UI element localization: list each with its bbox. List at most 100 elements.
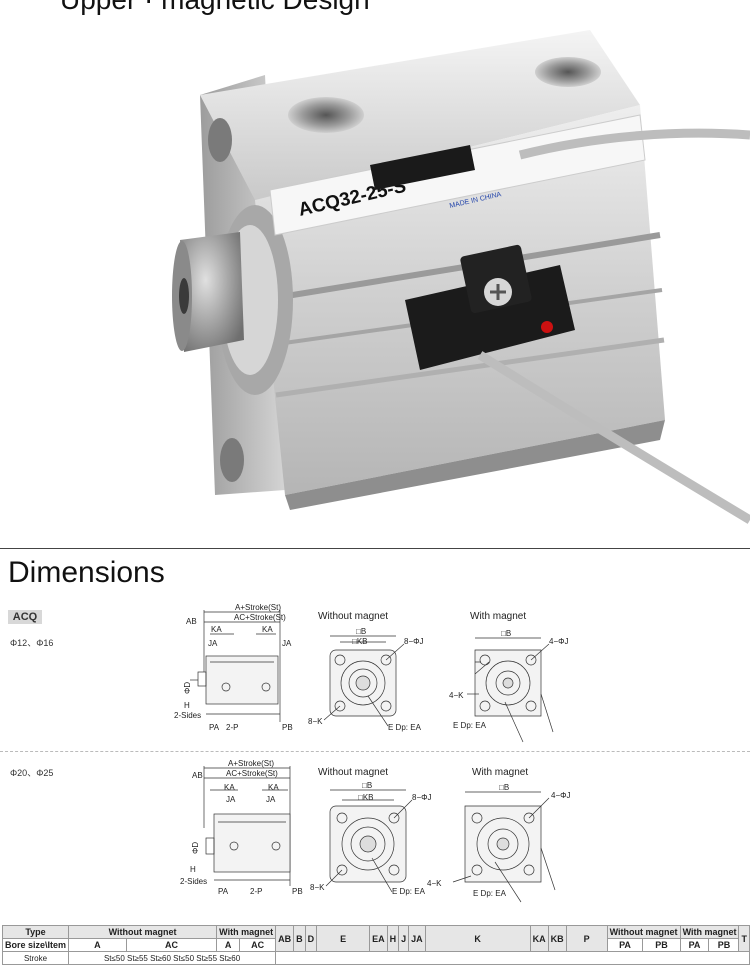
dimensions-title: Dimensions (8, 556, 165, 589)
without-magnet-header: Without magnet (68, 925, 218, 939)
col-j: J (398, 925, 410, 952)
col-kb: KB (547, 925, 567, 952)
stroke-row: Stroke St≤50 St≥55 St≥60 St≤50 St≥55 St≥… (1, 951, 750, 965)
front-view-without-magnet-2: □B □KB 8−ΦJ 8−K E Dp: EA (310, 781, 432, 896)
with-magnet-header: With magnet (216, 925, 277, 939)
two-p-label-2: 2-P (250, 887, 262, 896)
col-ab: AB (275, 925, 295, 952)
ka-label-right: KA (262, 625, 273, 634)
col-e: E (316, 925, 371, 952)
air-port-2 (535, 57, 601, 87)
ac-stroke-label: AC+Stroke(St) (234, 613, 286, 622)
with-magnet-header-2: With magnet (679, 925, 740, 939)
ka-label-left-2: KA (224, 783, 235, 792)
col-pa: PA (606, 938, 644, 952)
without-magnet-header-2: Without magnet (606, 925, 681, 939)
view-title-with-magnet-1: With magnet (470, 611, 527, 622)
side-view-small: A+Stroke(St) AC+Stroke(St) AB KA KA JA J… (174, 603, 293, 732)
ja-label-left-2: JA (226, 795, 236, 804)
b-label-1: □B (356, 627, 366, 636)
e-dp-ea-label-3: E Dp: EA (392, 887, 426, 896)
sensor-led (541, 321, 553, 333)
sensor-cable-top (518, 128, 750, 160)
sensor-cable-bottom (477, 351, 750, 524)
eight-phi-j-label-2: 8−ΦJ (412, 793, 432, 802)
ka-label-left: KA (211, 625, 222, 634)
front-view-with-magnet-1: □B 4−ΦJ 4−K E Dp: EA (449, 629, 569, 743)
col-pb-mag: PB (708, 938, 740, 952)
pb-label: PB (282, 723, 293, 732)
dimension-table: Type Without magnet With magnet AB B D E… (1, 925, 750, 965)
col-h: H (386, 925, 400, 952)
a-stroke-label-2: A+Stroke(St) (228, 759, 274, 768)
table-header-row-1: Type Without magnet With magnet AB B D E… (1, 925, 750, 952)
b-label-3: □B (362, 781, 372, 790)
h-label: H (184, 701, 190, 710)
eight-k-label-2: 8−K (310, 883, 325, 892)
kb-label-2: □KB (358, 793, 374, 802)
ab-label-2: AB (192, 771, 203, 780)
b-label-2: □B (501, 629, 511, 638)
e-dp-ea-label-1: E Dp: EA (388, 723, 422, 732)
four-k-label-2: 4−K (427, 879, 442, 888)
four-k-label-1: 4−K (449, 691, 464, 700)
air-port-1 (288, 97, 364, 133)
eight-k-label-1: 8−K (308, 717, 323, 726)
product-photo: Upper · magnetic Design (60, 0, 750, 524)
e-dp-ea-label-4: E Dp: EA (473, 889, 507, 898)
stroke-ranges: St≤50 St≥55 St≥60 St≤50 St≥55 St≥60 (68, 951, 277, 965)
pb-label-2: PB (292, 887, 303, 896)
side-view-large: A+Stroke(St) AC+Stroke(St) AB KA KA JA J… (180, 759, 303, 896)
col-k: K (424, 925, 531, 952)
col-a-mag: A (216, 938, 241, 952)
section-divider (0, 548, 750, 549)
b-label-4: □B (499, 783, 509, 792)
ja-label-left: JA (208, 639, 218, 648)
kb-label-1: □KB (352, 637, 368, 646)
ja-label-right-2: JA (266, 795, 276, 804)
col-d: D (304, 925, 318, 952)
col-t: T (738, 925, 750, 952)
two-sides-label: 2-Sides (174, 711, 201, 720)
col-ka: KA (529, 925, 549, 952)
col-a: A (68, 938, 127, 952)
piston-rod (180, 232, 244, 352)
bore-size-header: Bore size\Item (1, 938, 70, 952)
ja-label-right: JA (282, 639, 292, 648)
two-p-label: 2-P (226, 723, 238, 732)
bore-label-small: Φ12、Φ16 (10, 638, 54, 648)
pa-label-2: PA (218, 887, 229, 896)
front-view-without-magnet-1: □B □KB 8−ΦJ 8−K E Dp: EA (308, 627, 424, 732)
e-dp-ea-label-2: E Dp: EA (453, 721, 487, 730)
ac-stroke-label-2: AC+Stroke(St) (226, 769, 278, 778)
col-ac-mag: AC (239, 938, 277, 952)
a-stroke-label: A+Stroke(St) (235, 603, 281, 612)
four-phi-j-label-2: 4−ΦJ (551, 791, 571, 800)
ka-label-right-2: KA (268, 783, 279, 792)
group-separator (0, 751, 750, 752)
col-ea: EA (369, 925, 388, 952)
view-title-without-magnet-2: Without magnet (318, 767, 389, 778)
col-pb: PB (642, 938, 681, 952)
cylinder-top-face (200, 30, 640, 200)
col-b: B (293, 925, 306, 952)
phi-d-label: ΦD (183, 682, 192, 694)
pa-label: PA (209, 723, 220, 732)
front-view-with-magnet-2: □B 4−ΦJ 4−K E Dp: EA (427, 783, 571, 903)
top-caption: Upper · magnetic Design (60, 0, 370, 16)
col-pa-mag: PA (679, 938, 710, 952)
view-title-with-magnet-2: With magnet (472, 767, 529, 778)
ab-label: AB (186, 617, 197, 626)
magnetic-sensor (405, 265, 575, 370)
phi-d-label-2: ΦD (191, 842, 200, 854)
bore-label-large: Φ20、Φ25 (10, 768, 54, 778)
h-label-2: H (190, 865, 196, 874)
type-header: Type (1, 925, 70, 939)
col-ja: JA (408, 925, 426, 952)
stroke-label: Stroke (1, 951, 70, 965)
eight-phi-j-label-1: 8−ΦJ (404, 637, 424, 646)
four-phi-j-label-1: 4−ΦJ (549, 637, 569, 646)
series-badge: ACQ (8, 610, 42, 624)
col-p: P (565, 925, 608, 952)
two-sides-label-2: 2-Sides (180, 877, 207, 886)
